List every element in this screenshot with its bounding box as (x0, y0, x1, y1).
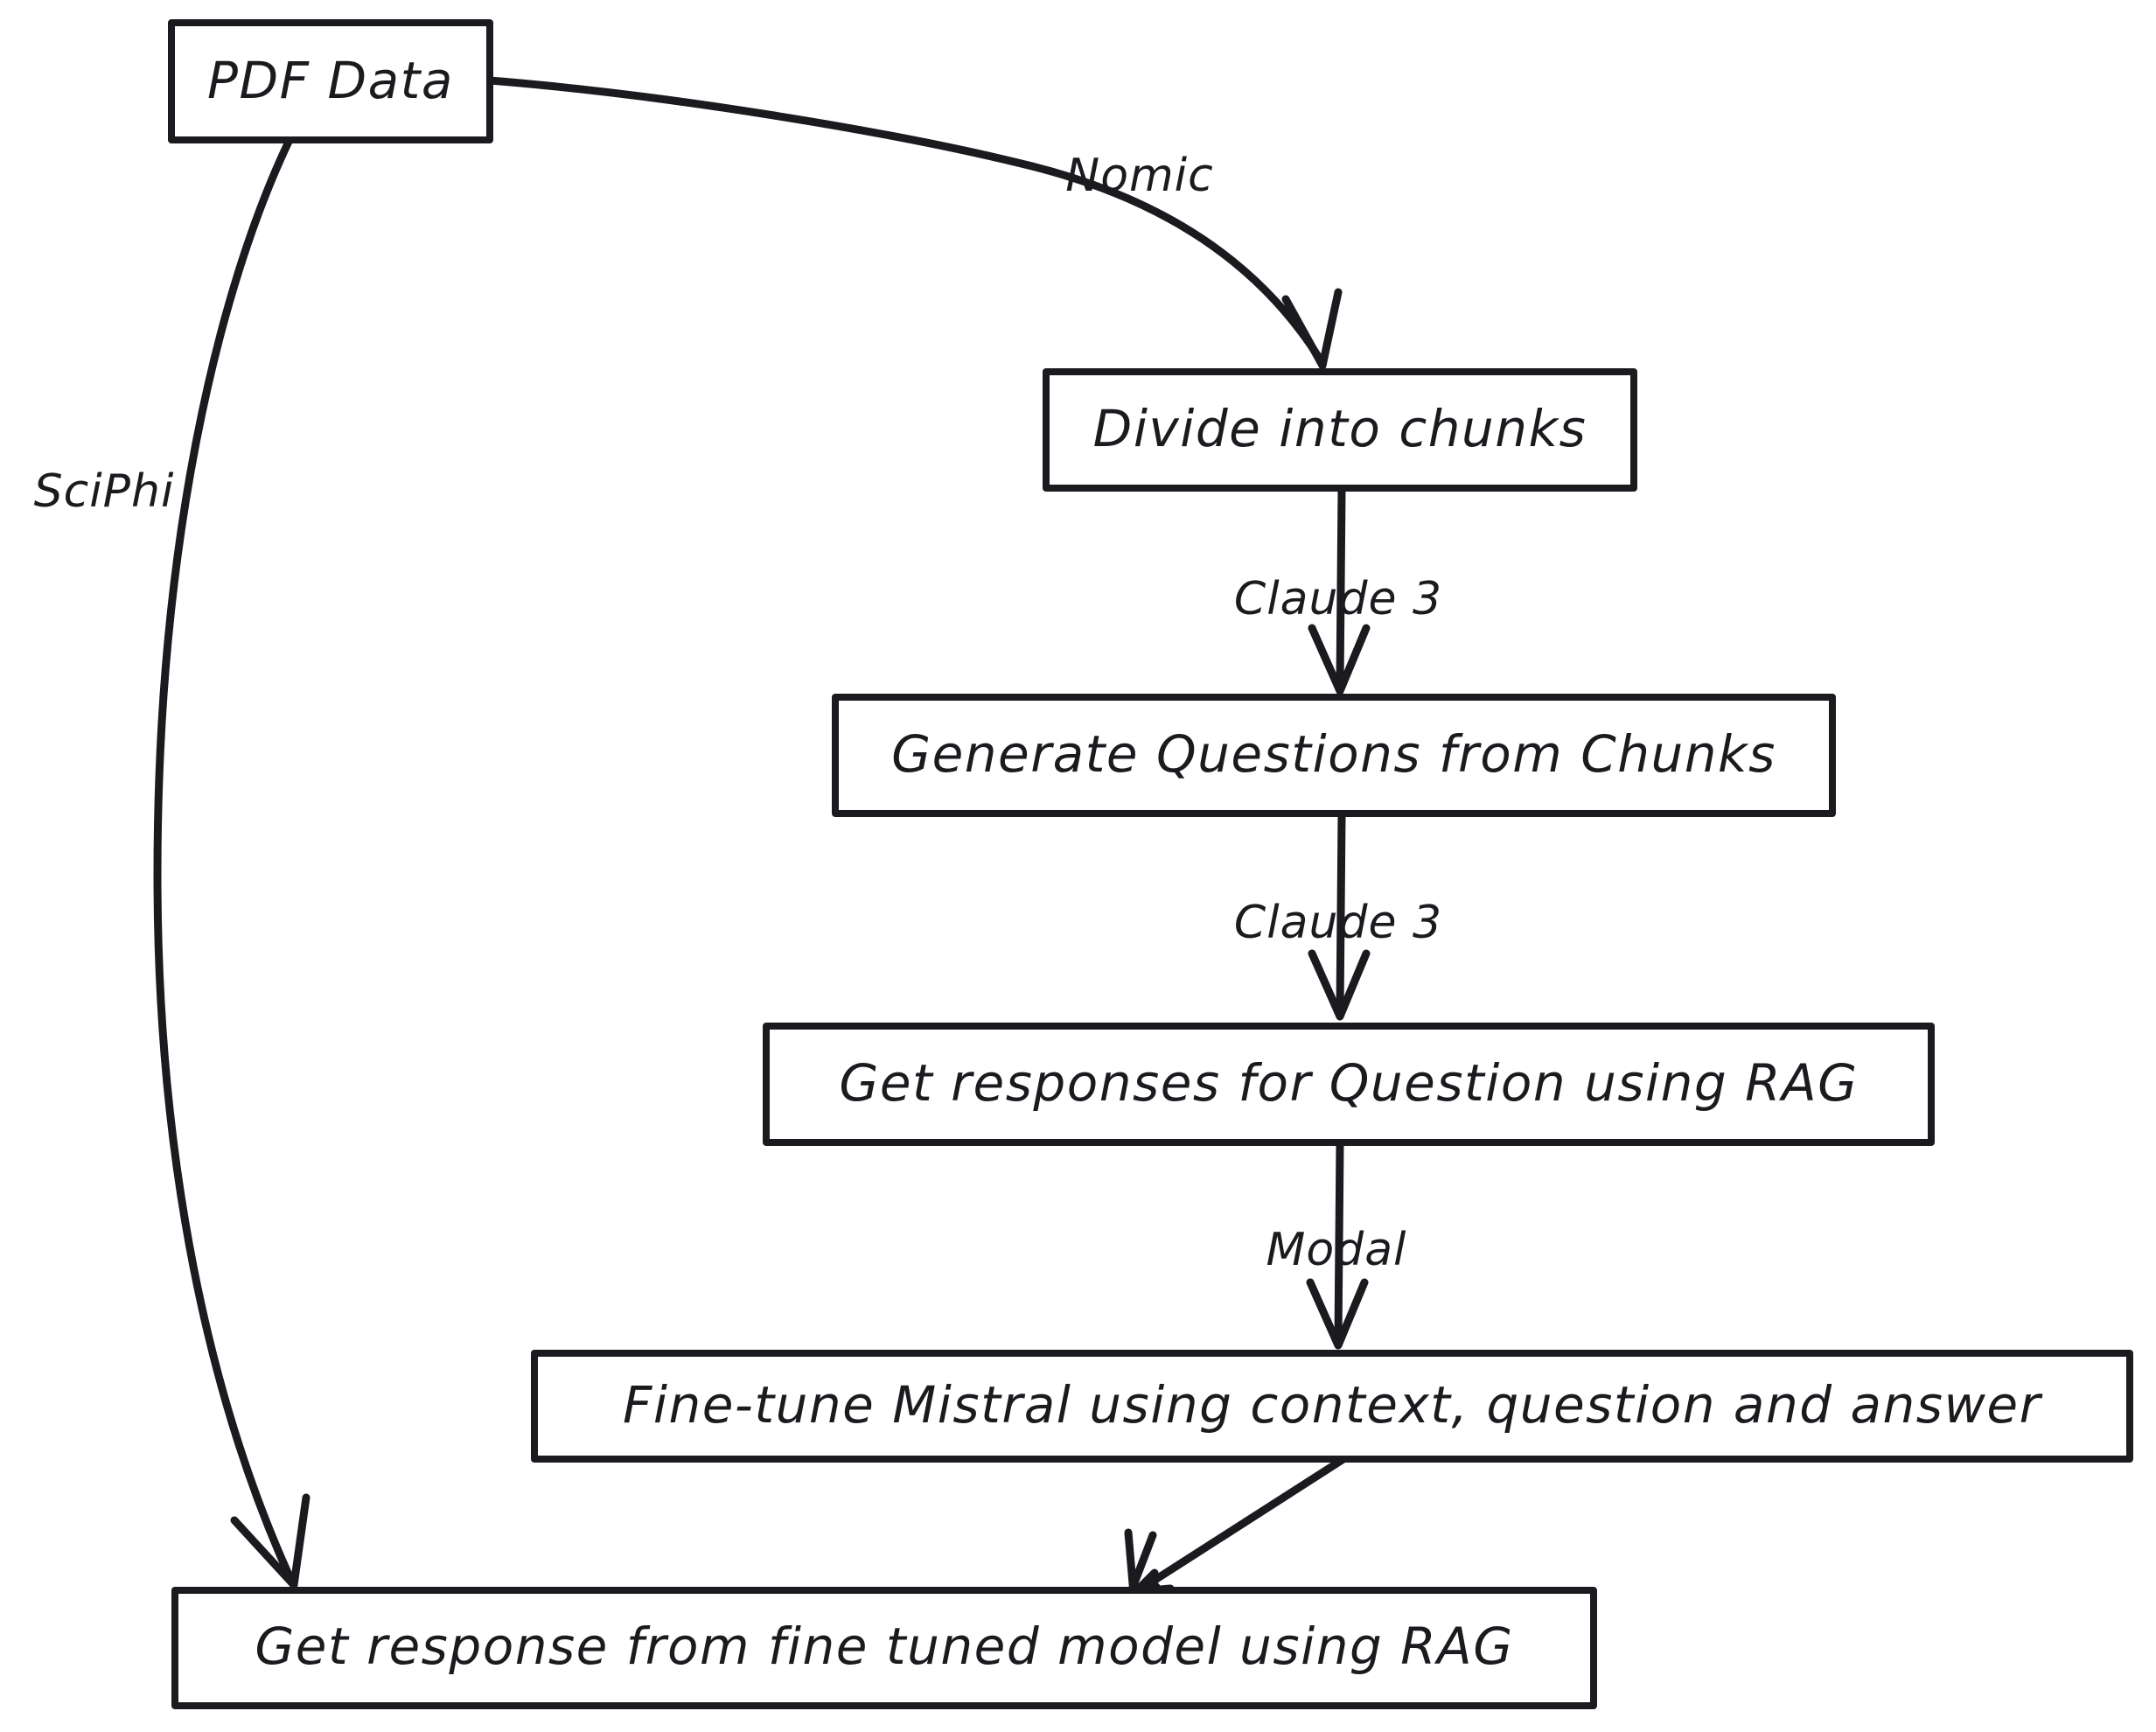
node-generate-questions[interactable]: Generate Questions from Chunks (832, 694, 1836, 817)
node-get-responses-rag[interactable]: Get responses for Question using RAG (763, 1023, 1935, 1146)
edge-path-nomic (485, 76, 1325, 365)
arrow-head-claude3-a (1308, 624, 1371, 695)
edge-questions-to-responses: Claude 3 (1234, 811, 1442, 1021)
edge-label-nomic: Nomic (1065, 150, 1213, 202)
node-box-generate-questions[interactable] (832, 694, 1836, 817)
node-label-get-response-finetuned: Get response from fine tuned model using… (255, 1617, 1513, 1676)
node-label-generate-questions: Generate Questions from Chunks (891, 724, 1776, 784)
arrow-head-sciphi (230, 1493, 310, 1589)
edge-label-sciphi: SciPhi (34, 465, 175, 518)
edge-path-modal (1334, 1140, 1344, 1344)
edge-responses-to-finetune: Modal (1266, 1140, 1407, 1350)
node-label-pdf-data: PDF Data (207, 51, 454, 110)
node-box-fine-tune-mistral[interactable] (531, 1350, 2133, 1463)
arrow-head-nomic (1281, 288, 1343, 370)
edge-label-claude3-b: Claude 3 (1234, 897, 1442, 949)
edge-chunks-to-questions: Claude 3 (1234, 485, 1442, 695)
node-label-fine-tune-mistral: Fine-tune Mistral using context, questio… (623, 1375, 2043, 1435)
edge-label-modal: Modal (1266, 1224, 1407, 1276)
edge-pdf-to-final: SciPhi (34, 137, 310, 1589)
edge-finetune-to-final (1124, 1455, 1348, 1598)
node-box-pdf-data[interactable] (168, 19, 493, 143)
node-label-get-responses-rag: Get responses for Question using RAG (839, 1053, 1858, 1113)
edge-path-claude3-b (1336, 811, 1346, 1016)
node-label-divide-into-chunks: Divide into chunks (1093, 399, 1587, 458)
edge-path-finetune-final (1134, 1455, 1348, 1595)
arrow-head-modal (1306, 1278, 1369, 1350)
edge-pdf-to-chunks: Nomic (485, 76, 1343, 370)
node-get-response-finetuned[interactable]: Get response from fine tuned model using… (171, 1587, 1597, 1709)
node-box-get-response-finetuned[interactable] (171, 1587, 1597, 1709)
node-box-divide-into-chunks[interactable] (1043, 368, 1637, 492)
arrow-head-claude3-b (1308, 949, 1371, 1021)
edge-path-claude3-a (1336, 485, 1346, 688)
node-fine-tune-mistral[interactable]: Fine-tune Mistral using context, questio… (531, 1350, 2133, 1463)
node-pdf-data[interactable]: PDF Data (168, 19, 493, 143)
edge-label-claude3-a: Claude 3 (1234, 573, 1442, 625)
node-divide-into-chunks[interactable]: Divide into chunks (1043, 368, 1637, 492)
node-box-get-responses-rag[interactable] (763, 1023, 1935, 1146)
arrow-head-finetune-final-barbs (1127, 1531, 1175, 1596)
edge-path-sciphi (153, 137, 293, 1579)
